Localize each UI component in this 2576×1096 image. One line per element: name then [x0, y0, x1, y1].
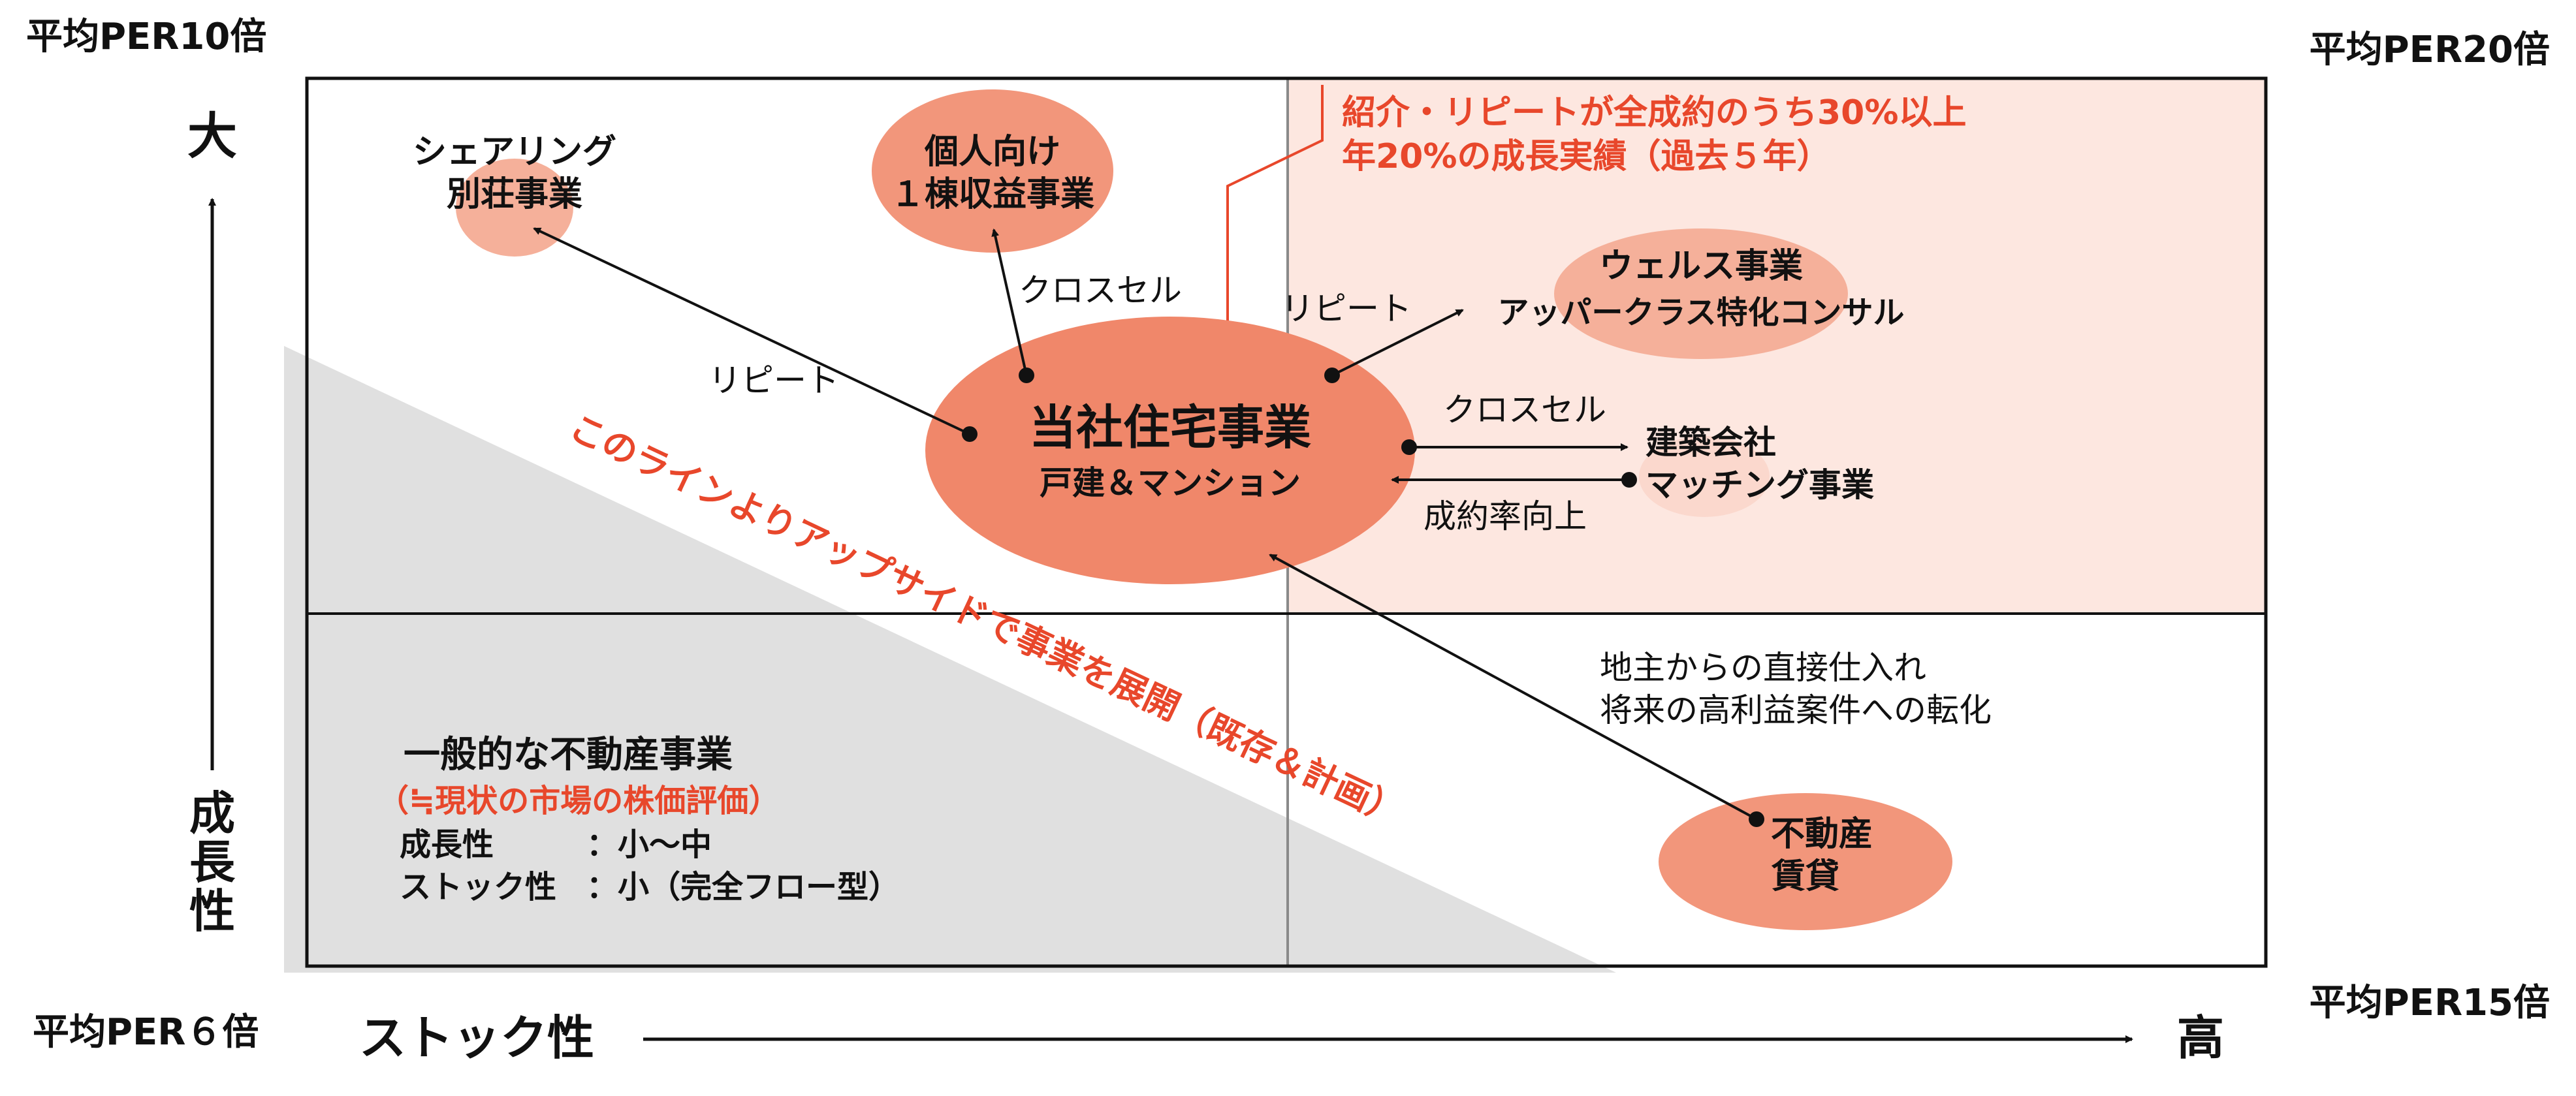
dot-core-top	[1019, 368, 1034, 383]
x-axis-right-label: 高	[2177, 1010, 2224, 1065]
node-sharing-line-2: 別荘事業	[447, 175, 582, 214]
edge-label-closing-rate: 成約率向上	[1423, 497, 1587, 535]
general-title: 一般的な不動産事業	[404, 734, 733, 776]
dot-construction	[1621, 472, 1637, 488]
edge-label-repeat-wealth: リピート	[1281, 290, 1412, 328]
y-axis-label-char-2: 長	[189, 836, 236, 889]
edge-label-repeat-sharing: リピート	[708, 362, 839, 399]
edge-core-to-wealth	[1331, 309, 1464, 377]
bubble-rental	[1659, 793, 1952, 930]
corner-top-right: 平均PER20倍	[2310, 29, 2550, 71]
general-growth-label: 成長性	[400, 826, 494, 863]
node-rental-line-2: 賃貸	[1771, 857, 1839, 896]
edge-label-landowner-1: 地主からの直接仕入れ	[1600, 649, 1926, 687]
general-note: （≒現状の市場の株価評価）	[377, 783, 780, 819]
general-stock-value: ：小（完全フロー型）	[586, 869, 900, 905]
y-axis-label-char-1: 成	[189, 787, 235, 840]
bubble-individual	[872, 89, 1113, 253]
general-business-triangle	[284, 346, 1616, 973]
edge-rental-to-core	[1269, 554, 1757, 821]
bubble-core	[925, 317, 1415, 584]
general-growth-value: ：小〜中	[586, 826, 712, 863]
node-core-title: 当社住宅事業	[1029, 400, 1311, 455]
callout-line-2: 年20%の成長実績（過去５年）	[1342, 137, 1830, 176]
node-sharing-line-1: シェアリング	[413, 133, 616, 172]
bubble-construction	[1639, 436, 1770, 517]
corner-bottom-left: 平均PER６倍	[33, 1011, 259, 1054]
corner-bottom-right: 平均PER15倍	[2310, 982, 2550, 1024]
edge-label-cross-sell-individual: クロスセル	[1019, 272, 1182, 309]
edge-label-landowner-2: 将来の高利益案件への転化	[1600, 691, 1992, 729]
node-individual-line-1: 個人向け	[924, 133, 1060, 172]
callout-leader-line	[1226, 85, 1324, 352]
dot-core-upper-right	[1324, 368, 1340, 383]
dot-core-right	[1401, 439, 1417, 455]
corner-top-left: 平均PER10倍	[26, 16, 266, 58]
y-axis-label-char-3: 性	[189, 885, 235, 938]
callout-line-1: 紹介・リピートが全成約のうち30%以上	[1342, 93, 1966, 133]
edge-label-cross-sell-construction: クロスセル	[1443, 391, 1606, 429]
node-individual-line-2: １棟収益事業	[891, 175, 1094, 214]
bubble-wealth	[1554, 228, 1848, 359]
node-construction-line-2: マッチング事業	[1646, 466, 1874, 504]
node-core-subtitle: 戸建＆マンション	[1040, 464, 1301, 502]
x-axis-label: ストック性	[359, 1010, 594, 1065]
general-stock-label: ストック性	[400, 869, 556, 905]
node-wealth-line-2: アッパークラス特化コンサル	[1497, 294, 1904, 331]
dot-core-left	[962, 426, 978, 442]
node-rental-line-1: 不動産	[1771, 815, 1873, 854]
edge-core-to-individual	[991, 228, 1028, 376]
dot-rental	[1749, 811, 1764, 827]
node-construction-line-1: 建築会社	[1646, 424, 1776, 462]
edge-core-to-sharing	[533, 227, 970, 435]
chart-frame	[305, 76, 2268, 968]
y-axis-top-label: 大	[187, 107, 237, 165]
node-wealth-line-1: ウェルス事業	[1599, 247, 1803, 286]
